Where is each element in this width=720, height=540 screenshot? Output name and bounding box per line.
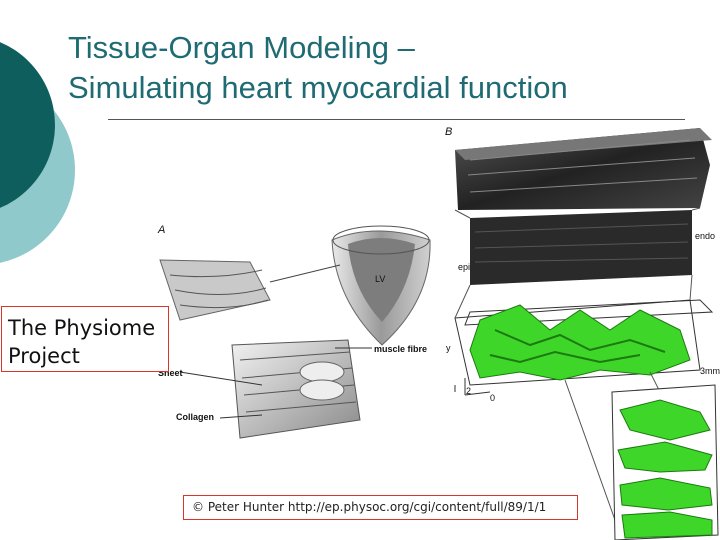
callout-line-1: The Physiome: [8, 314, 168, 342]
sheet-collagen-block: [180, 340, 372, 438]
left-ventricle-model: [332, 226, 430, 345]
tissue-block-middle: [470, 210, 692, 285]
myocyte-detail-box: [612, 385, 718, 540]
figure-label-a: A: [158, 224, 165, 236]
credit-box: © Peter Hunter http://ep.physoc.org/cgi/…: [183, 495, 578, 520]
myocyte-block: [455, 300, 712, 392]
label-axis-2: 2: [466, 386, 471, 396]
label-epi: epi: [458, 262, 470, 272]
physiome-callout: The Physiome Project: [1, 306, 169, 372]
callout-line-2: Project: [8, 342, 168, 370]
label-muscle-fibre: muscle fibre: [374, 344, 427, 354]
label-y: y: [446, 343, 451, 353]
label-collagen: Collagen: [176, 412, 214, 422]
fibre-fan: [160, 260, 340, 320]
label-axis-0: 0: [490, 393, 495, 403]
label-lv: LV: [375, 274, 385, 284]
label-endo: endo: [695, 231, 715, 241]
figure-label-b: B: [445, 126, 452, 138]
tissue-block-top: [455, 128, 712, 210]
label-scale: 3mm: [700, 366, 720, 376]
